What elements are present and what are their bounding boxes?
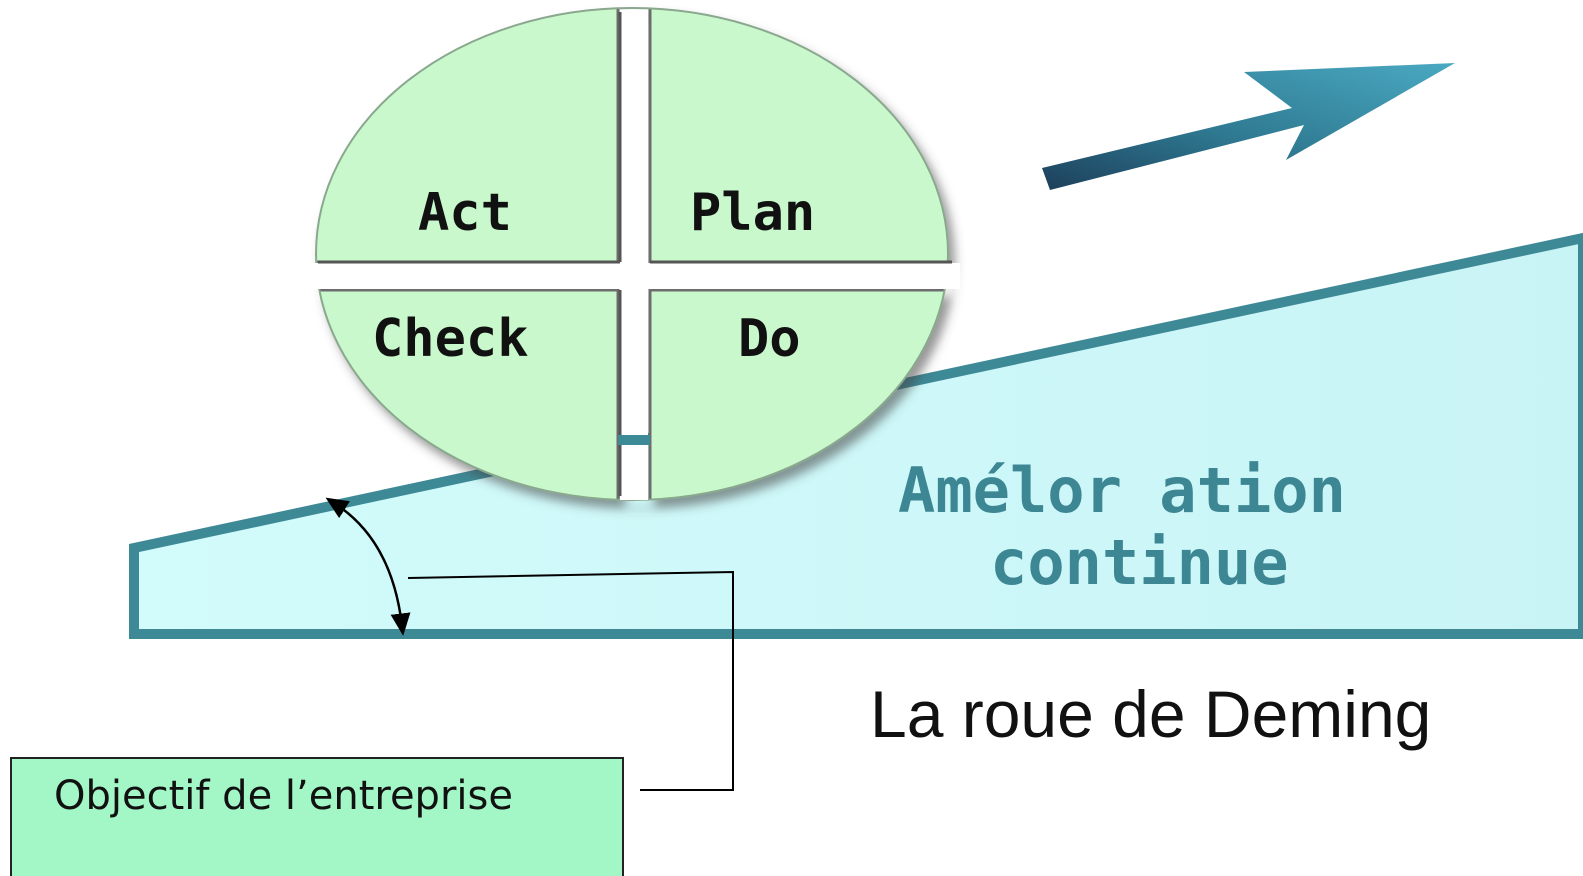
act-label: Act [418, 183, 512, 243]
angle-arc [325, 497, 411, 636]
progress-arrow-icon [1042, 63, 1455, 190]
improvement-ramp [129, 232, 1583, 639]
objective-label: Objectif de l’entreprise [54, 773, 513, 819]
objective-box: Objectif de l’entreprise [10, 757, 624, 876]
diagram-title: La roue de Deming [870, 677, 1432, 751]
ramp-shape [129, 232, 1583, 639]
ramp-label-line1: Amélor ation [898, 454, 1346, 527]
check-label: Check [372, 309, 529, 369]
do-label: Do [738, 309, 801, 369]
ramp-label-line2: continue [990, 526, 1289, 599]
plan-label: Plan [690, 183, 815, 243]
objective-connector [407, 570, 734, 791]
